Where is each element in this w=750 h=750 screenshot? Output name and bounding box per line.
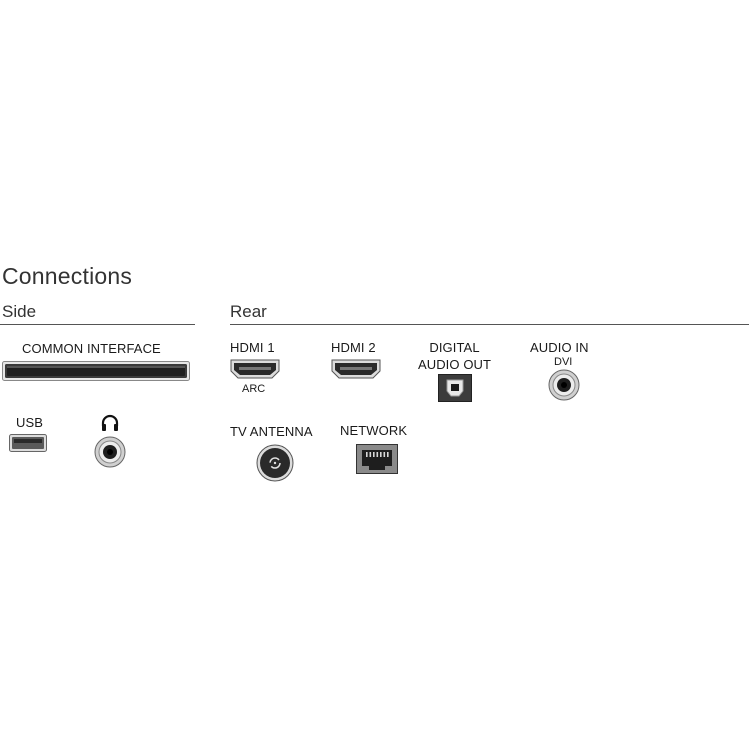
common-interface-label: COMMON INTERFACE <box>22 341 161 356</box>
ethernet-port-icon <box>356 444 398 474</box>
hdmi1-sub-label: ARC <box>242 383 266 395</box>
audio-in-sub-label: DVI <box>554 356 573 368</box>
usb-label: USB <box>16 415 44 430</box>
side-divider <box>0 324 195 325</box>
tv-antenna-label: TV ANTENNA <box>230 424 313 439</box>
hdmi1-label: HDMI 1 <box>230 340 275 355</box>
digital-audio-out-label-line1: DIGITAL <box>429 340 480 355</box>
coax-antenna-icon <box>256 444 294 482</box>
rear-heading: Rear <box>230 302 267 321</box>
side-heading: Side <box>2 302 37 321</box>
page-title: Connections <box>2 263 133 289</box>
network-label: NETWORK <box>340 423 408 438</box>
headphone-icon <box>100 414 120 432</box>
digital-audio-out-label-line2: AUDIO OUT <box>417 357 492 372</box>
rear-divider <box>230 324 749 325</box>
audio-in-label: AUDIO IN <box>530 340 589 355</box>
hdmi2-label: HDMI 2 <box>331 340 376 355</box>
headphone-jack-icon <box>94 436 126 468</box>
common-interface-slot-icon <box>2 361 190 381</box>
optical-port-icon <box>438 374 472 402</box>
hdmi-port-icon <box>230 359 280 379</box>
audio-jack-icon <box>548 369 580 401</box>
hdmi-port-icon <box>331 359 381 379</box>
usb-port-icon <box>9 434 47 452</box>
